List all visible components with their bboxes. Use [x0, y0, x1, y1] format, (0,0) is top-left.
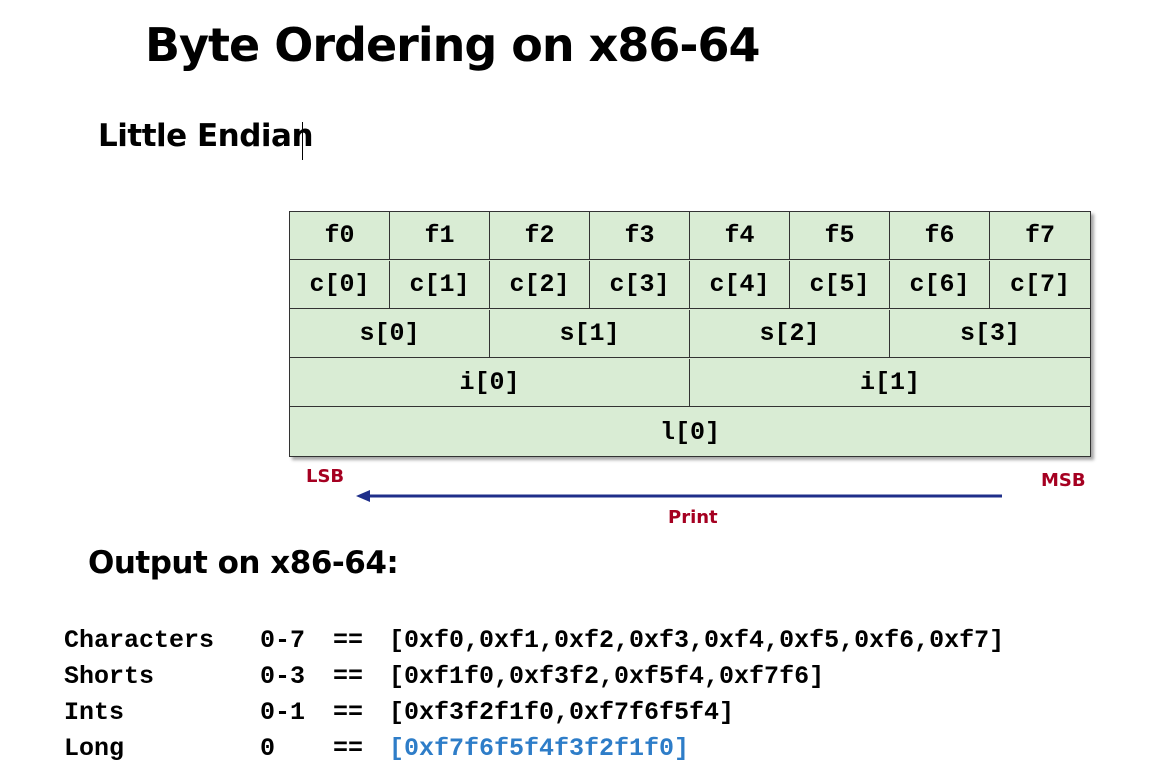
output-line-characters: Characters 0-7 == [0xf0,0xf1,0xf2,0xf3,0xf4…: [64, 626, 1004, 655]
grid-cell: c[5]: [790, 261, 890, 308]
print-direction-arrow: [356, 490, 1002, 502]
grid-row-shorts: s[0] s[1] s[2] s[3]: [290, 310, 1090, 358]
byte-layout-grid: f0 f1 f2 f3 f4 f5 f6 f7 c[0] c[1] c[2] c…: [289, 211, 1091, 457]
grid-cell: i[0]: [290, 359, 690, 406]
grid-cell: s[2]: [690, 310, 890, 357]
output-eq: ==: [333, 626, 364, 655]
output-name: Ints: [64, 698, 125, 727]
grid-cell: f3: [590, 212, 690, 259]
grid-cell: s[0]: [290, 310, 490, 357]
grid-cell: c[3]: [590, 261, 690, 308]
grid-cell: s[3]: [959, 319, 1020, 348]
output-value: [0xf7f6f5f4f3f2f1f0]: [389, 734, 690, 763]
output-heading: Output on x86-64:: [88, 545, 399, 581]
text-cursor: [302, 122, 303, 160]
grid-cell: f4: [690, 212, 790, 259]
output-eq: ==: [333, 734, 364, 763]
output-range: 0-7: [260, 626, 306, 655]
grid-cell: f5: [790, 212, 890, 259]
output-value: [0xf3f2f1f0,0xf7f6f5f4]: [389, 698, 735, 727]
grid-cell: c[7]: [1009, 270, 1070, 299]
grid-cell: f2: [490, 212, 590, 259]
grid-row-ints: i[0] i[1]: [290, 359, 1090, 407]
output-name: Long: [64, 734, 125, 763]
page-title: Byte Ordering on x86-64: [145, 18, 760, 72]
grid-cell: f0: [290, 212, 390, 259]
subtitle: Little Endian: [98, 118, 314, 154]
output-line-shorts: Shorts 0-3 == [0xf1f0,0xf3f2,0xf5f4,0xf7f6]: [64, 662, 824, 691]
grid-row-bytes: f0 f1 f2 f3 f4 f5 f6 f7: [290, 212, 1090, 260]
grid-cell: c[1]: [390, 261, 490, 308]
grid-cell: f6: [890, 212, 990, 259]
grid-cell: i[1]: [859, 368, 920, 397]
output-range: 0-1: [260, 698, 306, 727]
grid-cell: c[4]: [690, 261, 790, 308]
grid-cell: c[6]: [890, 261, 990, 308]
output-range: 0: [260, 734, 276, 763]
print-label: Print: [668, 507, 718, 528]
output-line-ints: Ints 0-1 == [0xf3f2f1f0,0xf7f6f5f4]: [64, 698, 734, 727]
output-value: [0xf1f0,0xf3f2,0xf5f4,0xf7f6]: [389, 662, 825, 691]
grid-row-chars: c[0] c[1] c[2] c[3] c[4] c[5] c[6] c[7]: [290, 261, 1090, 309]
grid-cell: f1: [390, 212, 490, 259]
grid-cell: c[0]: [290, 261, 390, 308]
output-range: 0-3: [260, 662, 306, 691]
output-eq: ==: [333, 662, 364, 691]
lsb-label: LSB: [306, 466, 345, 487]
grid-cell: s[1]: [490, 310, 690, 357]
output-value: [0xf0,0xf1,0xf2,0xf3,0xf4,0xf5,0xf6,0xf7…: [389, 626, 1005, 655]
grid-row-long: l[0]: [290, 408, 1090, 456]
output-name: Characters: [64, 626, 215, 655]
output-name: Shorts: [64, 662, 155, 691]
output-eq: ==: [333, 698, 364, 727]
grid-cell: l[0]: [659, 417, 720, 447]
grid-cell: f7: [1024, 221, 1055, 250]
grid-cell: c[2]: [490, 261, 590, 308]
output-line-long: Long 0 == [0xf7f6f5f4f3f2f1f0]: [64, 734, 689, 763]
msb-label: MSB: [1041, 470, 1086, 491]
